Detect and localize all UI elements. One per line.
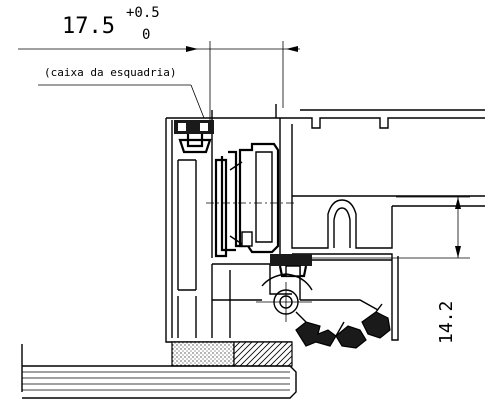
glazing-bead bbox=[214, 142, 280, 258]
dim-arrow-left bbox=[186, 46, 198, 52]
bottom-seals bbox=[295, 303, 391, 349]
dimension-width-tolerance-upper: +0.5 bbox=[126, 5, 160, 21]
dim-arrow-right bbox=[286, 46, 298, 52]
dimension-width-value: 17.5 bbox=[62, 14, 115, 39]
dim-arrow-top bbox=[455, 197, 461, 209]
dim-arrow-bottom bbox=[455, 246, 461, 258]
pivot-hinge bbox=[256, 273, 379, 322]
sealant-block bbox=[171, 341, 235, 367]
width-dimension: 17.5 +0.5 0 (caixa da esquadria) bbox=[18, 5, 300, 120]
dimension-width-note: (caixa da esquadria) bbox=[44, 66, 176, 79]
sill-lines bbox=[21, 344, 297, 399]
middle-gasket bbox=[270, 254, 312, 278]
dimension-width-tolerance-lower: 0 bbox=[142, 27, 150, 43]
dimension-height-value: 14.2 bbox=[436, 301, 457, 344]
top-gasket bbox=[174, 120, 214, 154]
note-leader bbox=[190, 84, 205, 119]
hatched-block bbox=[233, 341, 293, 367]
